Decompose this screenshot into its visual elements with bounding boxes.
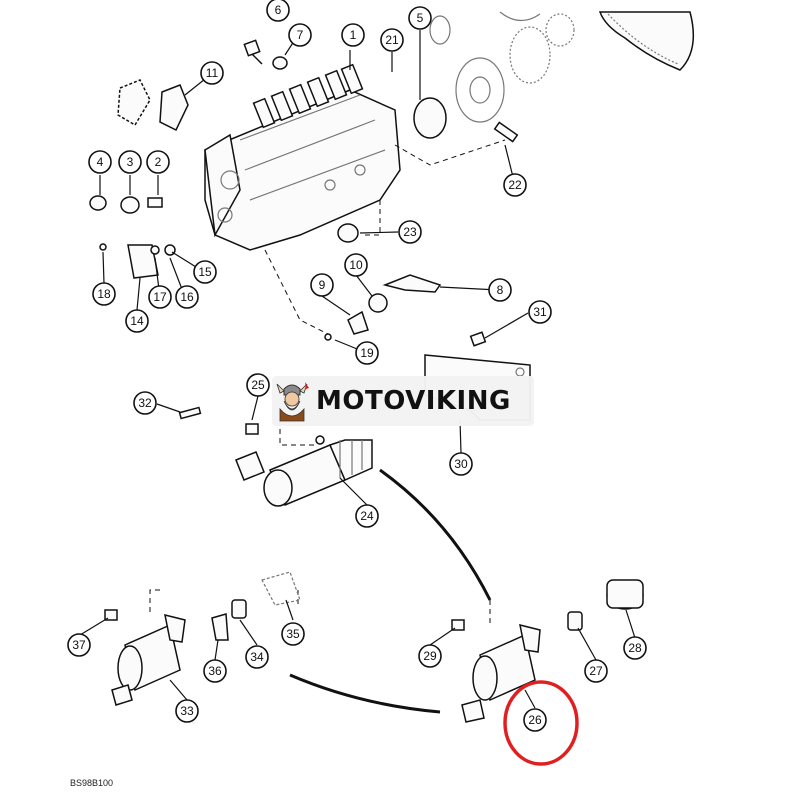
svg-text:32: 32 bbox=[138, 396, 152, 410]
callout-24: 24 bbox=[355, 504, 379, 528]
shutoff-solenoid-upper bbox=[235, 435, 373, 507]
svg-text:8: 8 bbox=[497, 283, 504, 297]
svg-text:30: 30 bbox=[454, 457, 468, 471]
callout-27: 27 bbox=[584, 659, 608, 683]
svg-text:5: 5 bbox=[417, 11, 424, 25]
callout-4: 4 bbox=[88, 150, 112, 174]
callout-33: 33 bbox=[175, 699, 199, 723]
svg-text:25: 25 bbox=[251, 378, 265, 392]
callout-7: 7 bbox=[288, 23, 312, 47]
callout-29: 29 bbox=[418, 644, 442, 668]
svg-text:18: 18 bbox=[97, 287, 111, 301]
callout-16: 16 bbox=[175, 285, 199, 309]
shutoff-solenoid-left bbox=[104, 571, 301, 706]
callout-22: 22 bbox=[503, 173, 527, 197]
flywheel-gear bbox=[429, 11, 695, 123]
callout-28: 28 bbox=[623, 636, 647, 660]
callout-9: 9 bbox=[310, 273, 334, 297]
callout-35: 35 bbox=[281, 622, 305, 646]
viking-warrior-icon bbox=[276, 382, 309, 422]
small-parts-left bbox=[89, 39, 519, 435]
callout-23: 23 bbox=[398, 220, 422, 244]
svg-text:29: 29 bbox=[423, 649, 437, 663]
shutoff-solenoid-right bbox=[451, 579, 644, 723]
svg-text:21: 21 bbox=[385, 33, 399, 47]
callout-15: 15 bbox=[193, 260, 217, 284]
callout-21: 21 bbox=[380, 28, 404, 52]
callout-10: 10 bbox=[344, 253, 368, 277]
svg-text:9: 9 bbox=[319, 278, 326, 292]
brand-name: MOTOVIKING bbox=[316, 386, 511, 416]
callout-3: 3 bbox=[118, 150, 142, 174]
callout-group: 1 2 3 4 5 6 7 8 9 10 11 14 15 16 17 18 1… bbox=[67, 0, 647, 732]
callout-37: 37 bbox=[67, 633, 91, 657]
svg-text:27: 27 bbox=[589, 664, 603, 678]
brand-watermark: MOTOVIKING bbox=[272, 376, 534, 426]
svg-text:34: 34 bbox=[250, 650, 264, 664]
callout-14: 14 bbox=[125, 309, 149, 333]
callout-30: 30 bbox=[449, 452, 473, 476]
assembly-dashed-lines bbox=[149, 139, 506, 625]
callout-36: 36 bbox=[203, 659, 227, 683]
callout-25: 25 bbox=[246, 373, 270, 397]
svg-text:22: 22 bbox=[508, 178, 522, 192]
svg-text:6: 6 bbox=[275, 3, 282, 17]
callout-5: 5 bbox=[408, 6, 432, 30]
svg-text:15: 15 bbox=[198, 265, 212, 279]
callout-17: 17 bbox=[148, 285, 172, 309]
svg-text:1: 1 bbox=[350, 28, 357, 42]
callout-31: 31 bbox=[528, 300, 552, 324]
svg-text:36: 36 bbox=[208, 664, 222, 678]
callout-1: 1 bbox=[341, 23, 365, 47]
svg-text:19: 19 bbox=[360, 346, 374, 360]
callout-32: 32 bbox=[133, 391, 157, 415]
highlight-ring-callout-26 bbox=[503, 680, 579, 766]
callout-11: 11 bbox=[200, 61, 224, 85]
svg-text:3: 3 bbox=[127, 155, 134, 169]
svg-text:10: 10 bbox=[349, 258, 363, 272]
callout-6: 6 bbox=[266, 0, 290, 22]
svg-text:31: 31 bbox=[533, 305, 547, 319]
svg-text:14: 14 bbox=[130, 314, 144, 328]
svg-text:4: 4 bbox=[97, 155, 104, 169]
svg-text:23: 23 bbox=[403, 225, 417, 239]
drawing-reference-code: BS98B100 bbox=[70, 778, 114, 788]
svg-text:2: 2 bbox=[155, 155, 162, 169]
svg-text:28: 28 bbox=[628, 641, 642, 655]
callout-34: 34 bbox=[245, 645, 269, 669]
callout-8: 8 bbox=[488, 278, 512, 302]
callout-18: 18 bbox=[92, 282, 116, 306]
svg-text:37: 37 bbox=[72, 638, 86, 652]
callout-2: 2 bbox=[146, 150, 170, 174]
svg-text:17: 17 bbox=[153, 290, 167, 304]
svg-text:33: 33 bbox=[180, 704, 194, 718]
svg-text:7: 7 bbox=[297, 28, 304, 42]
svg-text:11: 11 bbox=[206, 66, 219, 80]
svg-text:16: 16 bbox=[180, 290, 194, 304]
svg-text:26: 26 bbox=[528, 713, 542, 727]
svg-text:35: 35 bbox=[286, 627, 300, 641]
callout-26: 26 bbox=[523, 708, 547, 732]
injection-pump-body bbox=[204, 63, 401, 251]
svg-text:24: 24 bbox=[360, 509, 374, 523]
connector-wires bbox=[289, 468, 492, 714]
callout-19: 19 bbox=[355, 341, 379, 365]
